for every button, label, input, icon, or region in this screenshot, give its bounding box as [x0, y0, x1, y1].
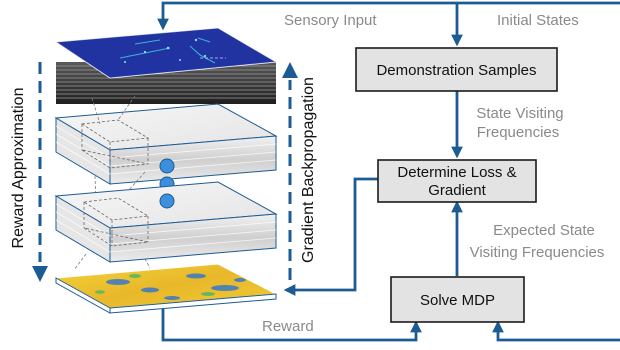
initial-states-return-arrow: [498, 323, 620, 340]
demonstration-samples-label: Demonstration Samples: [376, 62, 536, 79]
sensory-input-label: Sensory Input: [284, 12, 377, 29]
reward-label: Reward: [262, 318, 314, 335]
node-1: [160, 159, 174, 173]
determine-loss-label-line2: Gradient: [428, 182, 486, 199]
state-visiting-label-line1: State Visiting: [476, 105, 563, 122]
network-stack: [56, 28, 276, 313]
determine-loss-label-line1: Determine Loss &: [397, 164, 516, 181]
state-visiting-label-line2: Frequencies: [477, 124, 560, 141]
reward-map: [56, 264, 276, 313]
initial-states-label: Initial States: [497, 12, 579, 29]
expected-state-label-line1: Expected State: [493, 222, 595, 239]
solve-mdp-label: Solve MDP: [420, 292, 495, 309]
reward-approximation-label: Reward Approximation: [10, 88, 27, 249]
expected-state-label-line2: Visiting Frequencies: [470, 244, 605, 261]
gradient-backpropagation-label: Gradient Backpropagation: [300, 77, 317, 263]
